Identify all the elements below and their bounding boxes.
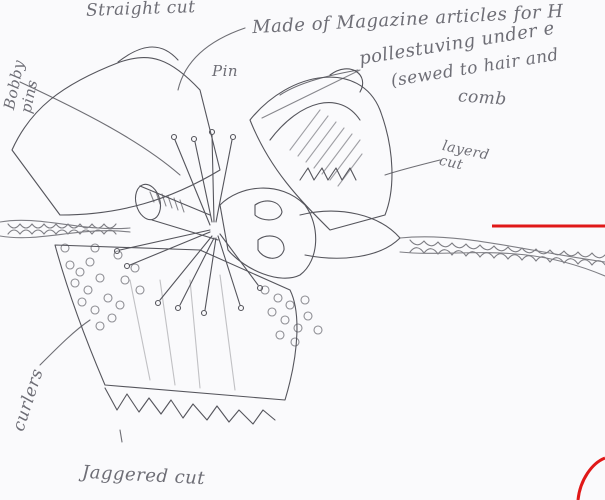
jagged-cut-fan — [55, 245, 297, 424]
layered-cut-fan — [250, 69, 392, 230]
bow-center — [220, 188, 400, 278]
pin-label: Pin — [212, 62, 238, 80]
red-marker-arc — [578, 458, 605, 500]
comb-label: comb — [457, 86, 507, 109]
leader-lines — [20, 28, 440, 442]
curler-texture-right — [261, 286, 322, 346]
